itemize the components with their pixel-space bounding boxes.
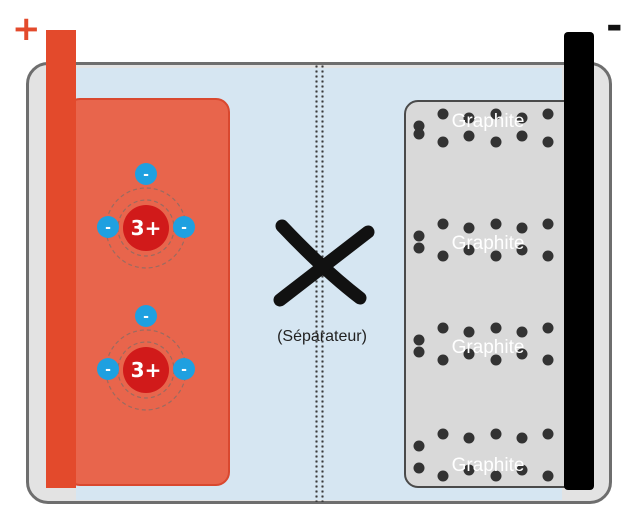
ion-charge: 3+ [131, 358, 162, 382]
electron-sign: - [181, 220, 187, 236]
electron-sign: - [181, 362, 187, 378]
graphite-particle [542, 218, 554, 230]
ion-core [123, 205, 169, 251]
graphite-particle [516, 326, 528, 338]
graphite-particle [542, 354, 554, 366]
graphite-particle [490, 354, 502, 366]
graphite-particle [542, 108, 554, 120]
graphite-particle [490, 250, 502, 262]
graphite-particle [490, 218, 502, 230]
graphite-particle [463, 432, 475, 444]
graphite-particle [516, 222, 528, 234]
negative-terminal-sign: - [606, 3, 623, 49]
graphite-particle [413, 334, 425, 346]
graphite-particle [463, 130, 475, 142]
graphite-particle [437, 218, 449, 230]
electron-sign: - [143, 309, 149, 325]
graphite-particle [413, 242, 425, 254]
ion-core [123, 347, 169, 393]
electron: - [97, 216, 119, 238]
graphite-particle [463, 326, 475, 338]
electron: - [173, 216, 195, 238]
graphite-label-3: Graphite [451, 337, 525, 358]
graphite-particle [463, 464, 475, 476]
electron: - [135, 305, 157, 327]
graphite-particle [437, 250, 449, 262]
graphite-particle [463, 112, 475, 124]
electron: - [97, 358, 119, 380]
graphite-particle [490, 136, 502, 148]
graphite-particle [413, 120, 425, 132]
graphite-particle [437, 322, 449, 334]
graphite-particle [516, 244, 528, 256]
graphite-particle [490, 428, 502, 440]
graphite-particle [463, 222, 475, 234]
graphite-particle [516, 432, 528, 444]
graphite-particle [542, 322, 554, 334]
graphite-particle [437, 108, 449, 120]
graphite-particle [516, 464, 528, 476]
positive-terminal [46, 30, 76, 488]
cathode [66, 98, 230, 486]
graphite-particle [542, 136, 554, 148]
graphite-particle [516, 112, 528, 124]
electron: - [135, 163, 157, 185]
graphite-label-1: Graphite [451, 111, 525, 132]
graphite-particle [413, 462, 425, 474]
graphite-particle [542, 470, 554, 482]
negative-terminal [564, 32, 594, 490]
graphite-particle [413, 440, 425, 452]
electron-sign: - [143, 167, 149, 183]
graphite-particles [413, 108, 554, 482]
ion-charge: 3+ [131, 216, 162, 240]
graphite-particle [542, 428, 554, 440]
graphite-label-2: Graphite [451, 233, 525, 254]
graphite-particle [490, 322, 502, 334]
electron-sign: - [105, 362, 111, 378]
graphite-particle [437, 470, 449, 482]
graphite-particle [516, 348, 528, 360]
electron-sign: - [105, 220, 111, 236]
graphite-particle [437, 428, 449, 440]
graphite-particle [463, 244, 475, 256]
graphite-particle [516, 130, 528, 142]
graphite-particle [413, 230, 425, 242]
graphite-particle [490, 108, 502, 120]
graphite-particle [413, 128, 425, 140]
graphite-particle [437, 354, 449, 366]
ion-2: 3+ - - - [97, 305, 195, 411]
separator-cross-mark [273, 219, 375, 307]
cathode-ions: 3+ - - - 3+ - - - [97, 163, 195, 411]
graphite-particle [413, 346, 425, 358]
graphite-label-4: Graphite [451, 455, 525, 476]
graphite-particle [463, 348, 475, 360]
graphite-particle [542, 250, 554, 262]
separator-label: (Séparateur) [277, 328, 367, 345]
electron: - [173, 358, 195, 380]
ion-1: 3+ - - - [97, 163, 195, 269]
graphite-particle [437, 136, 449, 148]
graphite-particle [490, 470, 502, 482]
positive-terminal-sign: + [12, 9, 41, 49]
separator-membrane [314, 64, 326, 502]
